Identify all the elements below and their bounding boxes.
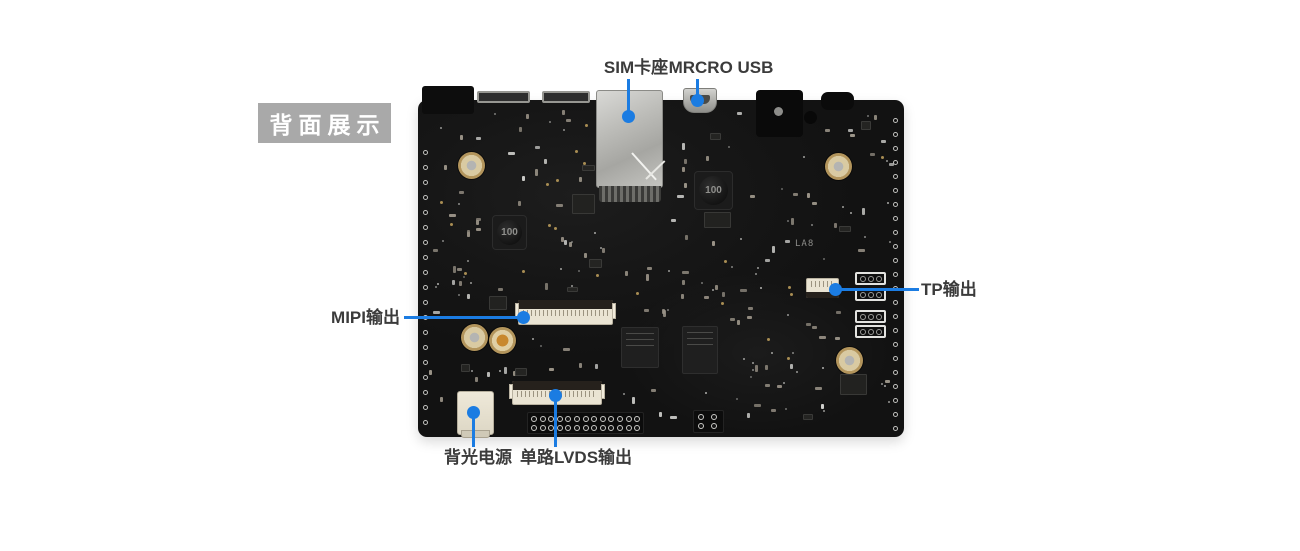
callout-line bbox=[471, 414, 475, 447]
callout-line bbox=[626, 79, 630, 116]
callout-dot bbox=[621, 109, 635, 123]
header-pin-hole bbox=[565, 415, 572, 422]
callout-dot bbox=[516, 310, 530, 324]
header-pin-hole bbox=[582, 424, 589, 431]
ic-chip bbox=[489, 296, 507, 310]
header-pin-hole bbox=[617, 424, 623, 431]
header-pin-hole bbox=[698, 413, 704, 420]
power-inductor: 100 bbox=[694, 171, 733, 210]
mounting-hole bbox=[458, 152, 485, 179]
mounting-hole-standoff bbox=[489, 327, 516, 354]
header-pin-hole bbox=[574, 415, 580, 422]
callout-dot bbox=[690, 93, 704, 107]
edge-connector-3pin bbox=[855, 272, 886, 285]
callout-dot bbox=[828, 282, 842, 296]
header-pin-hole bbox=[599, 415, 606, 422]
annotation-sim-label: SIM卡座 bbox=[603, 58, 669, 77]
header-pin-hole bbox=[608, 424, 615, 431]
mounting-hole bbox=[836, 347, 863, 374]
callout-line bbox=[553, 396, 557, 447]
header-pin-hole bbox=[539, 424, 546, 431]
ic-chip bbox=[704, 212, 731, 228]
dc-connector-pin bbox=[774, 107, 783, 116]
callout-dot bbox=[548, 388, 562, 402]
lvds-pin-header bbox=[527, 412, 644, 434]
audio-jack-barrel bbox=[804, 111, 817, 124]
aux-pin-header bbox=[693, 410, 724, 433]
annotation-lvds-label: 单路LVDS输出 bbox=[519, 448, 633, 467]
header-pin-hole bbox=[565, 424, 572, 431]
callout-line bbox=[404, 315, 522, 319]
callout-line bbox=[695, 79, 699, 101]
memory-chip bbox=[621, 327, 659, 368]
header-pin-hole bbox=[574, 424, 580, 431]
header-pin-hole bbox=[582, 415, 589, 422]
header-pin-hole bbox=[625, 424, 632, 431]
callout-line bbox=[838, 287, 919, 291]
mounting-hole bbox=[825, 153, 852, 180]
header-pin-hole bbox=[591, 415, 598, 422]
rear-connector-block bbox=[422, 86, 474, 114]
header-pin-hole bbox=[634, 415, 641, 422]
annotation-backlight-label: 背光电源 bbox=[444, 448, 512, 467]
sim-contact-pins bbox=[599, 186, 661, 202]
annotation-micro-usb-label: MRCRO USB bbox=[668, 58, 774, 77]
inductor-marking: 100 bbox=[705, 184, 722, 196]
header-pin-hole bbox=[539, 415, 546, 422]
header-pin-hole bbox=[531, 415, 537, 422]
callout-dot bbox=[466, 405, 480, 419]
power-inductor: 100 bbox=[492, 215, 527, 250]
rear-usb-port-icon bbox=[477, 91, 530, 103]
dc-connector-block bbox=[756, 90, 803, 137]
header-pin-hole bbox=[625, 415, 632, 422]
mounting-hole bbox=[461, 324, 488, 351]
header-pin-hole bbox=[556, 415, 563, 422]
header-pin-hole bbox=[556, 424, 563, 431]
memory-chip bbox=[682, 326, 718, 374]
header-pin-hole bbox=[591, 424, 598, 431]
edge-connector-3pin bbox=[855, 325, 886, 338]
annotation-mipi-label: MIPI输出 bbox=[331, 308, 400, 327]
ic-chip bbox=[572, 194, 595, 214]
rear-usb-port-icon bbox=[542, 91, 590, 103]
edge-connector-3pin bbox=[855, 310, 886, 323]
header-pin-hole bbox=[711, 413, 717, 420]
header-pin-hole bbox=[634, 424, 641, 431]
audio-jack bbox=[821, 92, 854, 110]
annotation-tp-label: TP输出 bbox=[921, 280, 977, 299]
silkscreen-mark: LA8 bbox=[795, 239, 815, 249]
soic-chip bbox=[840, 374, 867, 395]
header-pin-hole bbox=[599, 424, 606, 431]
header-pin-hole bbox=[531, 424, 537, 431]
mipi-connector bbox=[515, 300, 616, 325]
view-label-badge: 背面展示 bbox=[258, 103, 391, 143]
inductor-marking: 100 bbox=[501, 226, 518, 238]
header-pin-hole bbox=[698, 422, 704, 429]
header-pin-hole bbox=[711, 422, 717, 429]
header-pin-hole bbox=[617, 415, 623, 422]
header-pin-hole bbox=[608, 415, 615, 422]
